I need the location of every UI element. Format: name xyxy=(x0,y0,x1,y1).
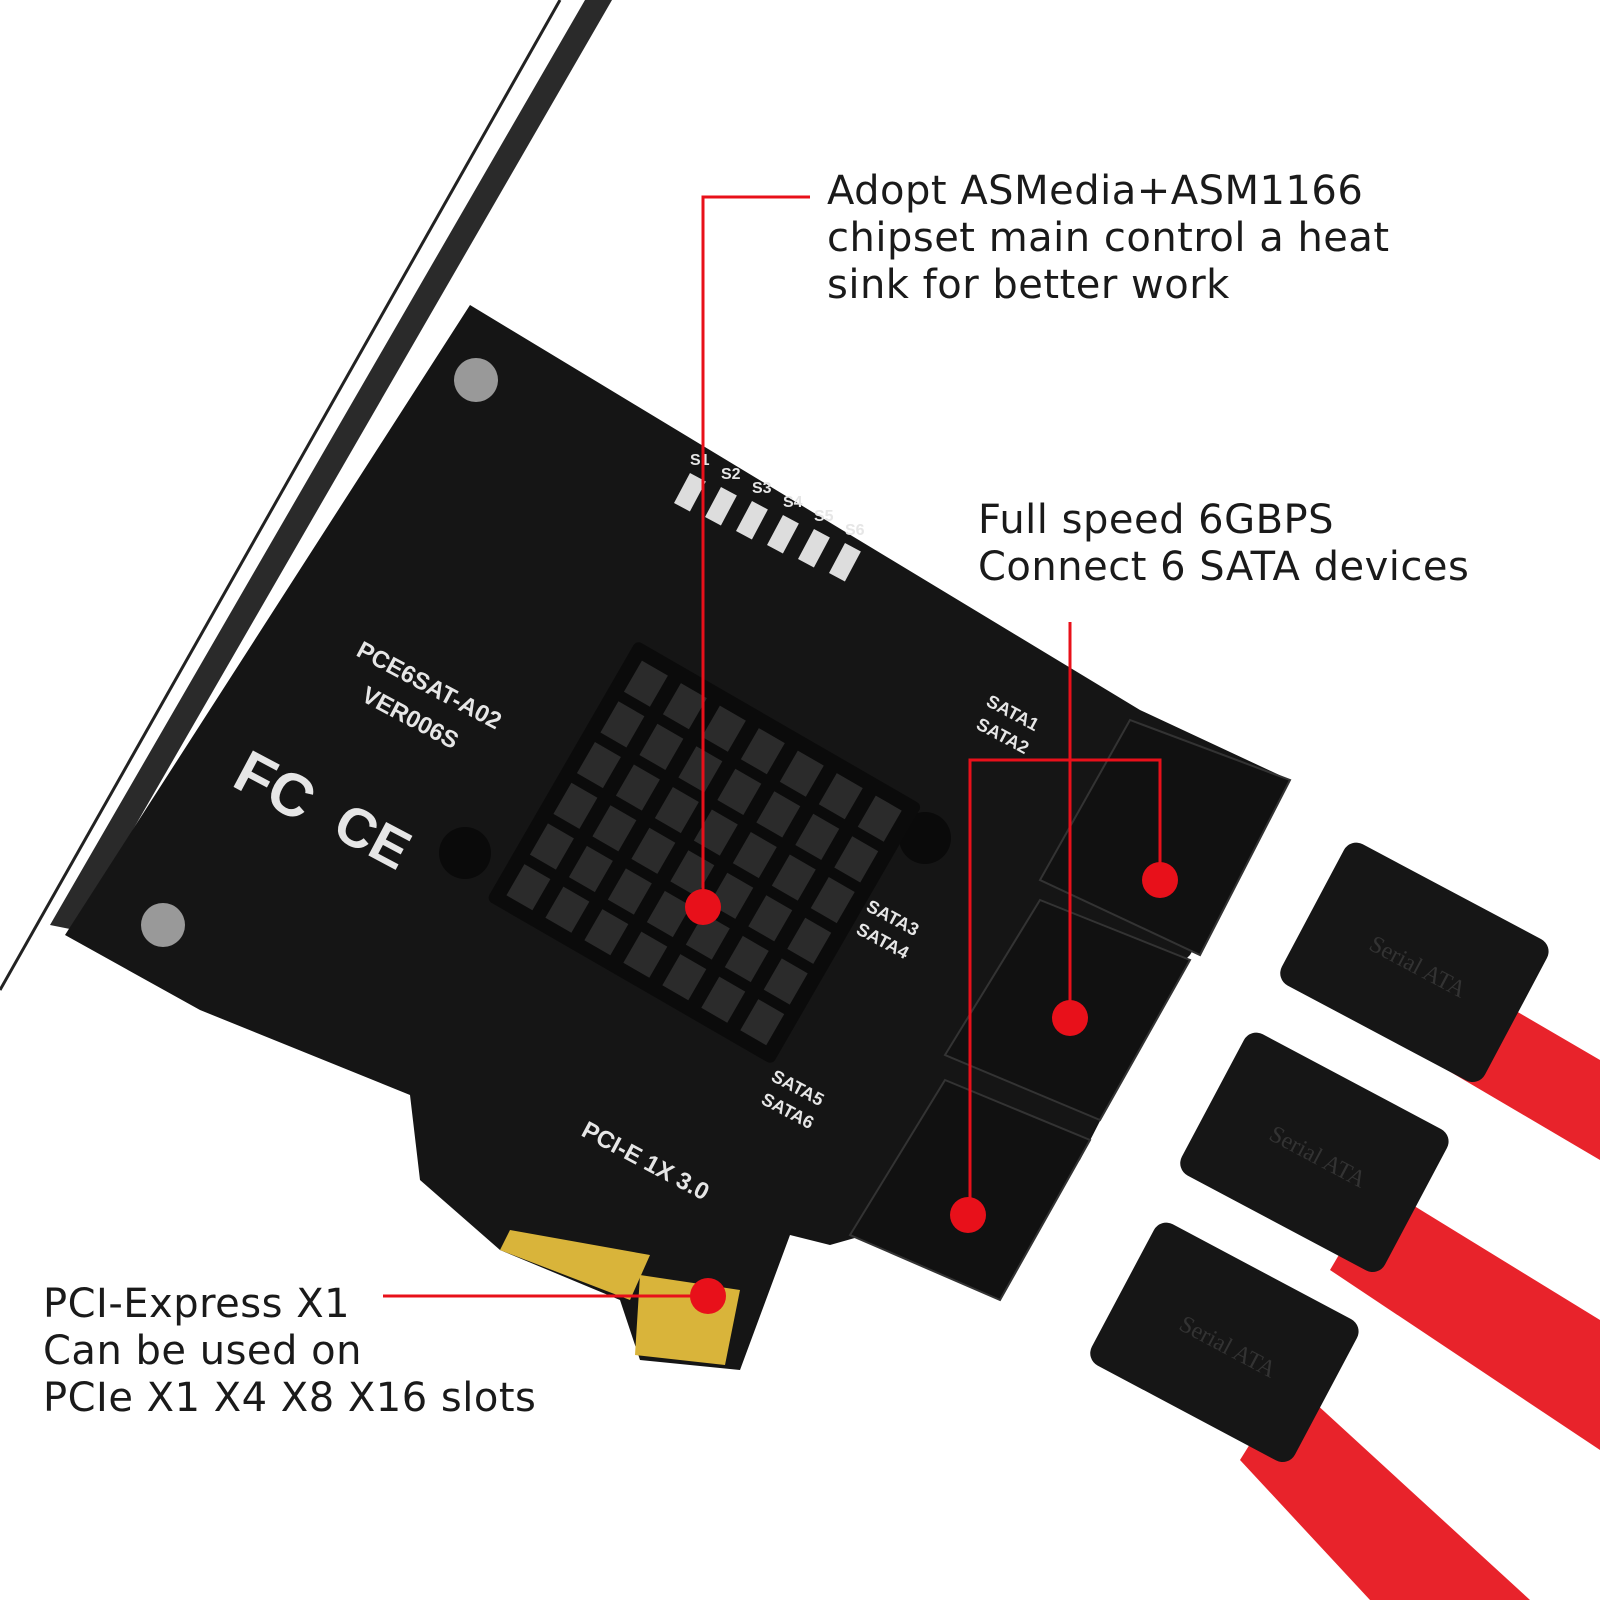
heatsink-fin xyxy=(607,868,652,915)
annotation-line: PCIe X1 X4 X8 X16 slots xyxy=(43,1375,537,1421)
heatsink-fin xyxy=(834,836,879,883)
status-led xyxy=(674,473,706,512)
heatsink-fin xyxy=(639,723,684,770)
annotation-line: chipset main control a heat xyxy=(827,215,1390,261)
heatsink-fin xyxy=(693,809,738,856)
heatsink-fin xyxy=(600,701,645,748)
heatsink-fin xyxy=(576,741,621,789)
status-led xyxy=(829,543,861,582)
heatsink-fin xyxy=(631,827,676,874)
heatsink-fin xyxy=(545,886,590,933)
heatsink-fin xyxy=(787,917,832,964)
heatsink-fin xyxy=(529,823,574,870)
heatsink-fin xyxy=(795,813,840,860)
heatsink-fin xyxy=(701,976,746,1023)
annotation-line: PCI-Express X1 xyxy=(43,1281,351,1327)
cable-connector-3 xyxy=(1090,1222,1359,1463)
annotation-line: Full speed 6GBPS xyxy=(978,497,1335,543)
heatsink-fin xyxy=(818,773,863,820)
heatsink-fin xyxy=(646,890,691,938)
marker-dot-port-top xyxy=(1142,862,1178,898)
heatsink-fin xyxy=(623,660,668,707)
cable-connector-2 xyxy=(1180,1032,1449,1273)
heatsink-fin xyxy=(740,728,785,775)
annotation-chipset: Adopt ASMedia+ASM1166 chipset main contr… xyxy=(827,168,1390,309)
heatsink-fin xyxy=(584,909,629,956)
led-label: S4 xyxy=(783,494,803,511)
marker-dot-pcie xyxy=(690,1278,726,1314)
annotation-line: Connect 6 SATA devices xyxy=(978,544,1470,590)
annotation-line: Adopt ASMedia+ASM1166 xyxy=(827,168,1364,214)
heatsink-fin xyxy=(701,705,746,752)
marker-dot-chipset xyxy=(685,889,721,925)
heatsink-fin xyxy=(506,864,551,911)
heatsink-fin xyxy=(763,958,808,1005)
annotation-line: Can be used on xyxy=(43,1328,362,1374)
status-led xyxy=(767,515,799,554)
heatsink-fin xyxy=(662,683,707,730)
led-label: S1 xyxy=(690,452,710,469)
heatsink-fin xyxy=(592,805,637,852)
heatsink-fin xyxy=(748,895,793,942)
metal-bracket xyxy=(0,0,612,991)
heatsink-fin xyxy=(662,954,707,1001)
heatsink-fin xyxy=(857,795,902,842)
led-label: S6 xyxy=(845,522,865,539)
heatsink-fin xyxy=(740,999,785,1046)
gold-fingers-left xyxy=(500,1230,650,1300)
cable-connector-1 xyxy=(1280,842,1549,1083)
led-label: S3 xyxy=(752,480,772,497)
heatsink-fin xyxy=(771,854,816,901)
screw-bottom xyxy=(141,903,185,947)
annotation-speed: Full speed 6GBPS Connect 6 SATA devices xyxy=(978,497,1469,591)
marker-dot-port-bottom xyxy=(950,1197,986,1233)
led-label: S5 xyxy=(814,508,834,525)
heatsink-fin xyxy=(678,746,723,793)
heatsink-fin xyxy=(615,764,660,811)
annotation-line: sink for better work xyxy=(827,262,1230,308)
heatsink-fin xyxy=(717,768,762,815)
sata-cables: Serial ATA Serial ATA Serial ATA xyxy=(1090,842,1600,1600)
heatsink-fin xyxy=(568,845,613,893)
heatsink-fin xyxy=(779,750,824,797)
status-led xyxy=(798,529,830,568)
annotation-interface: PCI-Express X1 Can be used on PCIe X1 X4… xyxy=(43,1281,536,1422)
heatsink-fin xyxy=(724,935,769,983)
annotation-leaders xyxy=(383,195,1162,1298)
heatsink-fin xyxy=(756,791,801,838)
status-led xyxy=(736,501,768,540)
marker-dot-port-mid xyxy=(1052,1000,1088,1036)
heatsink-fin xyxy=(685,913,730,960)
screw-top xyxy=(454,358,498,402)
heatsink-fin xyxy=(732,831,777,879)
heatsink-fin xyxy=(553,782,598,829)
heatsink-fin xyxy=(654,786,699,834)
status-led xyxy=(705,487,737,526)
heatsink-fin xyxy=(810,876,855,924)
led-label: S2 xyxy=(721,466,741,483)
heatsink-fin xyxy=(623,931,668,978)
